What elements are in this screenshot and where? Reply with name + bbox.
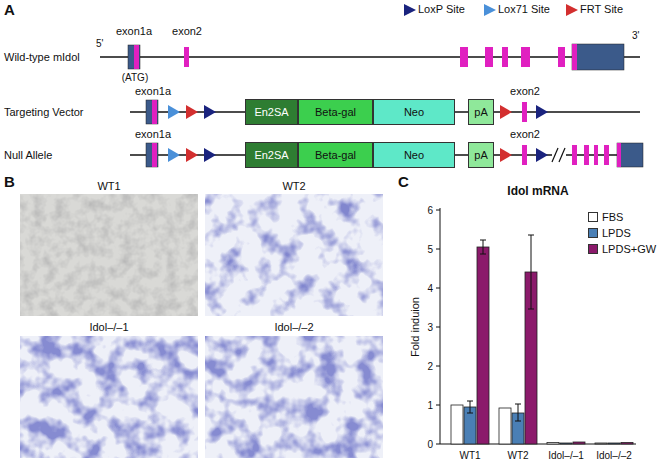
cassette-label: Neo [404,106,424,118]
exon-label: exon1a [135,128,171,140]
panel-letter: C [398,174,409,191]
cassette-box: pA [468,142,494,168]
cassette-label: pA [474,149,487,161]
tick-label: 6 [427,205,433,216]
tick-label: 2 [427,361,433,372]
legend-swatch [588,212,598,222]
strand-end: 5' [96,38,103,49]
image-heading: Idol–/–2 [274,321,313,333]
legend-label: LoxP Site [418,3,465,15]
exon-label: exon1a [135,85,171,97]
cassette-label: pA [474,106,487,118]
cassette-box: Beta-gal [298,142,373,168]
tick-label: 0 [427,439,433,450]
image-heading: WT1 [97,180,120,192]
row-label: Wild-type mIdol [4,51,80,63]
legend-swatch [404,4,416,16]
cassette-box: En2SA [245,99,298,125]
cassette-label: Beta-gal [315,149,356,161]
legend-swatch [566,4,578,16]
exon-label: exon2 [510,128,540,140]
cassette-label: Neo [404,149,424,161]
exon-label: exon2 [172,25,202,37]
legend-swatch [484,4,496,16]
tick-label: 5 [427,244,433,255]
cassette-label: Beta-gal [315,106,356,118]
cassette-box: En2SA [245,142,298,168]
tick-label: 3 [427,322,433,333]
category-label: Idol–/–2 [596,450,632,461]
category-label: Idol–/–1 [548,450,584,461]
tick-label: 4 [427,283,433,294]
row-label: Null Allele [4,149,52,161]
panel-letter: B [4,174,15,191]
codon-label: (ATG) [122,72,148,83]
row-label: Targeting Vector [4,106,84,118]
legend-label: LPDS+GW [602,243,656,255]
category-label: WT2 [507,450,528,461]
legend-label: FRT Site [580,3,623,15]
cassette-label: En2SA [254,149,288,161]
legend-label: FBS [602,211,623,223]
category-label: WT1 [459,450,480,461]
legend-label: LPDS [602,227,631,239]
exon-label: exon2 [510,85,540,97]
cassette-box: Beta-gal [298,99,373,125]
panel-letter: A [4,2,15,19]
strand-end: 3' [632,30,639,41]
legend-swatch [588,228,598,238]
cassette-box: Neo [373,99,455,125]
axis-title: Fold induion [409,297,421,357]
tick-label: 1 [427,400,433,411]
image-heading: Idol–/–1 [89,321,128,333]
cassette-label: En2SA [254,106,288,118]
cassette-box: Neo [373,142,455,168]
legend-label: Lox71 Site [498,3,550,15]
image-heading: WT2 [282,180,305,192]
legend-swatch [588,244,598,254]
chart-title: Idol mRNA [507,185,568,198]
exon-label: exon1a [116,25,152,37]
cassette-box: pA [468,99,494,125]
